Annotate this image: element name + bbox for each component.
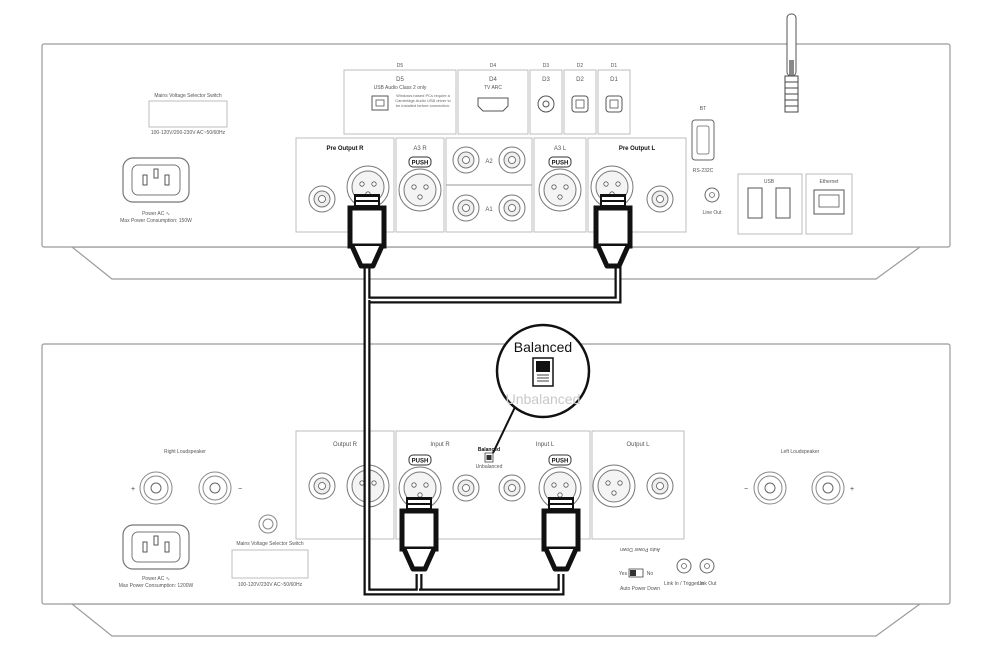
a2-rca-r[interactable] xyxy=(452,146,480,174)
right-loudspeaker-label: Right Loudspeaker xyxy=(164,449,206,455)
preamp-chassis-base xyxy=(70,246,922,280)
usb-label: USB xyxy=(764,179,775,185)
d1-label: D1 xyxy=(611,63,618,69)
poweramp-mains-selector-label: Mains Voltage Selector Switch xyxy=(236,541,303,547)
left-minus-label: − xyxy=(744,486,748,493)
link-trigger-label: Link In / Trigger In xyxy=(664,581,704,587)
a2-rca-l[interactable] xyxy=(498,146,526,174)
d3-inner-label: D3 xyxy=(542,77,550,83)
left-speaker-minus-terminal[interactable] xyxy=(753,471,787,505)
unbalanced-small-label: Unbalanced xyxy=(476,464,503,470)
xlr-plug-pre-output-r xyxy=(350,194,384,266)
preamp-analog-section: Pre Output R A3 R PUSH A2 A1 A3 L PUSH P… xyxy=(295,137,687,233)
hdmi-port[interactable] xyxy=(477,97,509,112)
poweramp-mains-voltage-label: 100-120V/230V AC~50/60Hz xyxy=(238,582,303,588)
poweramp-max-power-label: Max Power Consumption: 1200W xyxy=(119,583,194,589)
a1-rca-l[interactable] xyxy=(498,194,526,222)
preamp-mains-voltage-label: 100-120V/200-230V AC~50/60Hz xyxy=(151,130,226,136)
d4-label: D4 xyxy=(490,63,497,69)
a3l-push-tab[interactable]: PUSH xyxy=(552,161,569,167)
usb-a-port-2[interactable] xyxy=(775,187,791,219)
callout-balanced-label: Balanced xyxy=(514,339,572,355)
preamp-digital-inputs: D5 D5 USB Audio Class 2 only Windows bas… xyxy=(343,63,631,135)
input-l-label: Input L xyxy=(536,442,555,448)
balanced-xlr-cables xyxy=(350,194,630,596)
output-l-label: Output L xyxy=(626,442,650,448)
d4-inner-label: D4 xyxy=(489,77,497,83)
auto-power-down-yes-label: Yes xyxy=(619,571,628,577)
rs232-label: RS-232C xyxy=(693,168,714,174)
preamp-power-inlet[interactable] xyxy=(122,157,190,203)
a1-rca-r[interactable] xyxy=(452,194,480,222)
preamp-mains-selector-label: Mains Voltage Selector Switch xyxy=(154,93,221,99)
left-loudspeaker-label: Left Loudspeaker xyxy=(781,449,820,455)
d1-inner-label: D1 xyxy=(610,77,618,83)
poweramp-unit: Right Loudspeaker + − Left Loudspeaker −… xyxy=(41,343,951,637)
right-plus-label: + xyxy=(131,486,135,493)
output-r-label: Output R xyxy=(333,442,358,448)
windows-driver-note: Windows based PCs require a Cambridge Au… xyxy=(395,93,451,108)
balanced-small-label: Balanced xyxy=(478,447,500,453)
left-speaker-plus-terminal[interactable] xyxy=(811,471,845,505)
auto-power-down-upper-label: Auto Power Down xyxy=(620,546,660,552)
a3r-label: A3 R xyxy=(413,146,427,152)
output-l-rca[interactable] xyxy=(646,472,674,500)
input-r-push-tab[interactable]: PUSH xyxy=(412,459,429,465)
a3l-label: A3 L xyxy=(554,146,567,152)
d3-label: D3 xyxy=(543,63,550,69)
pre-output-r-label: Pre Output R xyxy=(327,146,365,152)
xlr-plug-input-r xyxy=(402,497,436,569)
poweramp-power-ac-label: Power AC ∿ xyxy=(142,576,170,582)
preamp-power-ac-label: Power AC ∿ xyxy=(142,211,170,217)
a1-label: A1 xyxy=(485,207,493,213)
pre-output-l-label: Pre Output L xyxy=(619,146,656,152)
line-out-label: Line Out xyxy=(703,210,723,216)
d5-inner-label: D5 xyxy=(396,77,404,83)
xlr-plug-pre-output-l xyxy=(596,194,630,266)
xlr-plug-input-l xyxy=(544,497,578,569)
input-r-label: Input R xyxy=(430,442,450,448)
d5-section xyxy=(343,69,457,135)
left-plus-label: + xyxy=(850,486,854,493)
balanced-switch-callout: Balanced Unbalanced xyxy=(492,323,591,454)
auto-power-down-no-label: No xyxy=(647,571,654,577)
a3r-xlr[interactable] xyxy=(398,168,442,212)
link-out-label: Link Out xyxy=(698,581,717,587)
input-l-rca[interactable] xyxy=(498,474,526,502)
ethernet-label: Ethernet xyxy=(820,179,840,185)
bt-label: BT xyxy=(700,106,706,112)
right-speaker-minus-terminal[interactable] xyxy=(198,471,232,505)
output-l-xlr[interactable] xyxy=(592,464,636,508)
bluetooth-antenna-icon xyxy=(784,13,799,113)
a3r-push-tab[interactable]: PUSH xyxy=(412,161,429,167)
tv-arc-label: TV ARC xyxy=(484,85,502,91)
pre-output-l-rca[interactable] xyxy=(646,185,674,213)
right-minus-label: − xyxy=(238,486,242,493)
a3l-xlr[interactable] xyxy=(538,168,582,212)
input-l-push-tab[interactable]: PUSH xyxy=(552,459,569,465)
pre-output-r-rca[interactable] xyxy=(308,185,336,213)
preamp-unit: Mains Voltage Selector Switch 100-120V/2… xyxy=(41,13,951,280)
auto-power-down-label: Auto Power Down xyxy=(620,586,660,592)
d5-label: D5 xyxy=(397,63,404,69)
usb-a-port-1[interactable] xyxy=(747,187,763,219)
d2-inner-label: D2 xyxy=(576,77,584,83)
preamp-mains-selector-switch[interactable] xyxy=(148,100,228,128)
output-r-rca[interactable] xyxy=(308,472,336,500)
d2-label: D2 xyxy=(577,63,584,69)
callout-unbalanced-label: Unbalanced xyxy=(506,391,581,407)
usb-audio-label: USB Audio Class 2 only xyxy=(374,85,427,91)
a2-label: A2 xyxy=(485,159,493,165)
right-speaker-plus-terminal[interactable] xyxy=(139,471,173,505)
poweramp-mains-selector-switch[interactable] xyxy=(231,549,309,579)
poweramp-chassis-base xyxy=(70,603,922,637)
preamp-max-power-label: Max Power Consumption: 150W xyxy=(120,218,192,224)
poweramp-power-inlet[interactable] xyxy=(122,524,190,570)
input-r-rca[interactable] xyxy=(452,474,480,502)
